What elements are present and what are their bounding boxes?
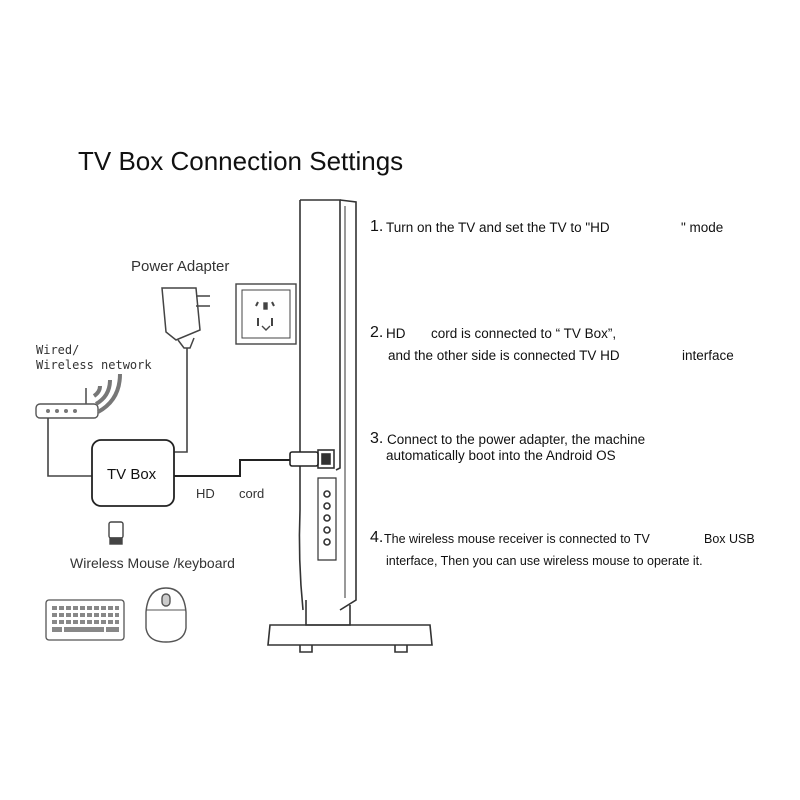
power-adapter-label: Power Adapter <box>131 258 230 275</box>
power-cable <box>174 340 188 453</box>
network-cable <box>47 418 92 477</box>
step-4-text-b: Box USB <box>704 532 755 546</box>
mouse-icon <box>145 587 187 643</box>
step-2-text-c: and the other side is connected TV HD <box>388 348 620 363</box>
step-3-text-a: Connect to the power adapter, the machin… <box>387 432 646 447</box>
step-3-number: 3. <box>370 430 384 447</box>
keyboard-icon <box>45 599 125 641</box>
step-1-number: 1. <box>370 218 384 235</box>
wired-network-label-line1: Wired/ <box>36 343 80 357</box>
wall-socket-icon <box>235 283 297 345</box>
power-adapter-icon <box>161 287 210 349</box>
step-2-number: 2. <box>370 324 384 341</box>
usb-receiver-icon <box>108 521 124 545</box>
tv-box-icon <box>91 439 175 507</box>
step-4-number: 4. <box>370 529 384 546</box>
step-4-text-c: interface, Then you can use wireless mou… <box>386 554 703 568</box>
tv-side-view-icon <box>267 199 433 653</box>
hd-cord-label-b: cord <box>239 486 265 501</box>
router-icon <box>35 388 99 419</box>
wired-network-label-line2: Wireless network <box>36 358 152 372</box>
step-3-text-b: automatically boot into the Android OS <box>386 448 616 463</box>
step-2-text-b: cord is connected to “ TV Box”, <box>431 326 617 341</box>
step-1-text-a: Turn on the TV and set the TV to "HD <box>386 220 610 235</box>
page-title: TV Box Connection Settings <box>78 146 404 176</box>
step-1-text-b: " mode <box>681 220 724 235</box>
hdmi-cord <box>174 451 319 477</box>
step-2-text-a: HD <box>386 326 406 341</box>
tv-box-label: TV Box <box>107 466 157 483</box>
wireless-mouse-label: Wireless Mouse /keyboard <box>70 555 235 571</box>
step-2-text-d: interface <box>682 348 734 363</box>
hd-cord-label-a: HD <box>196 486 215 501</box>
step-4-text-a: The wireless mouse receiver is connected… <box>384 532 650 546</box>
wifi-signal-icon <box>92 373 122 414</box>
